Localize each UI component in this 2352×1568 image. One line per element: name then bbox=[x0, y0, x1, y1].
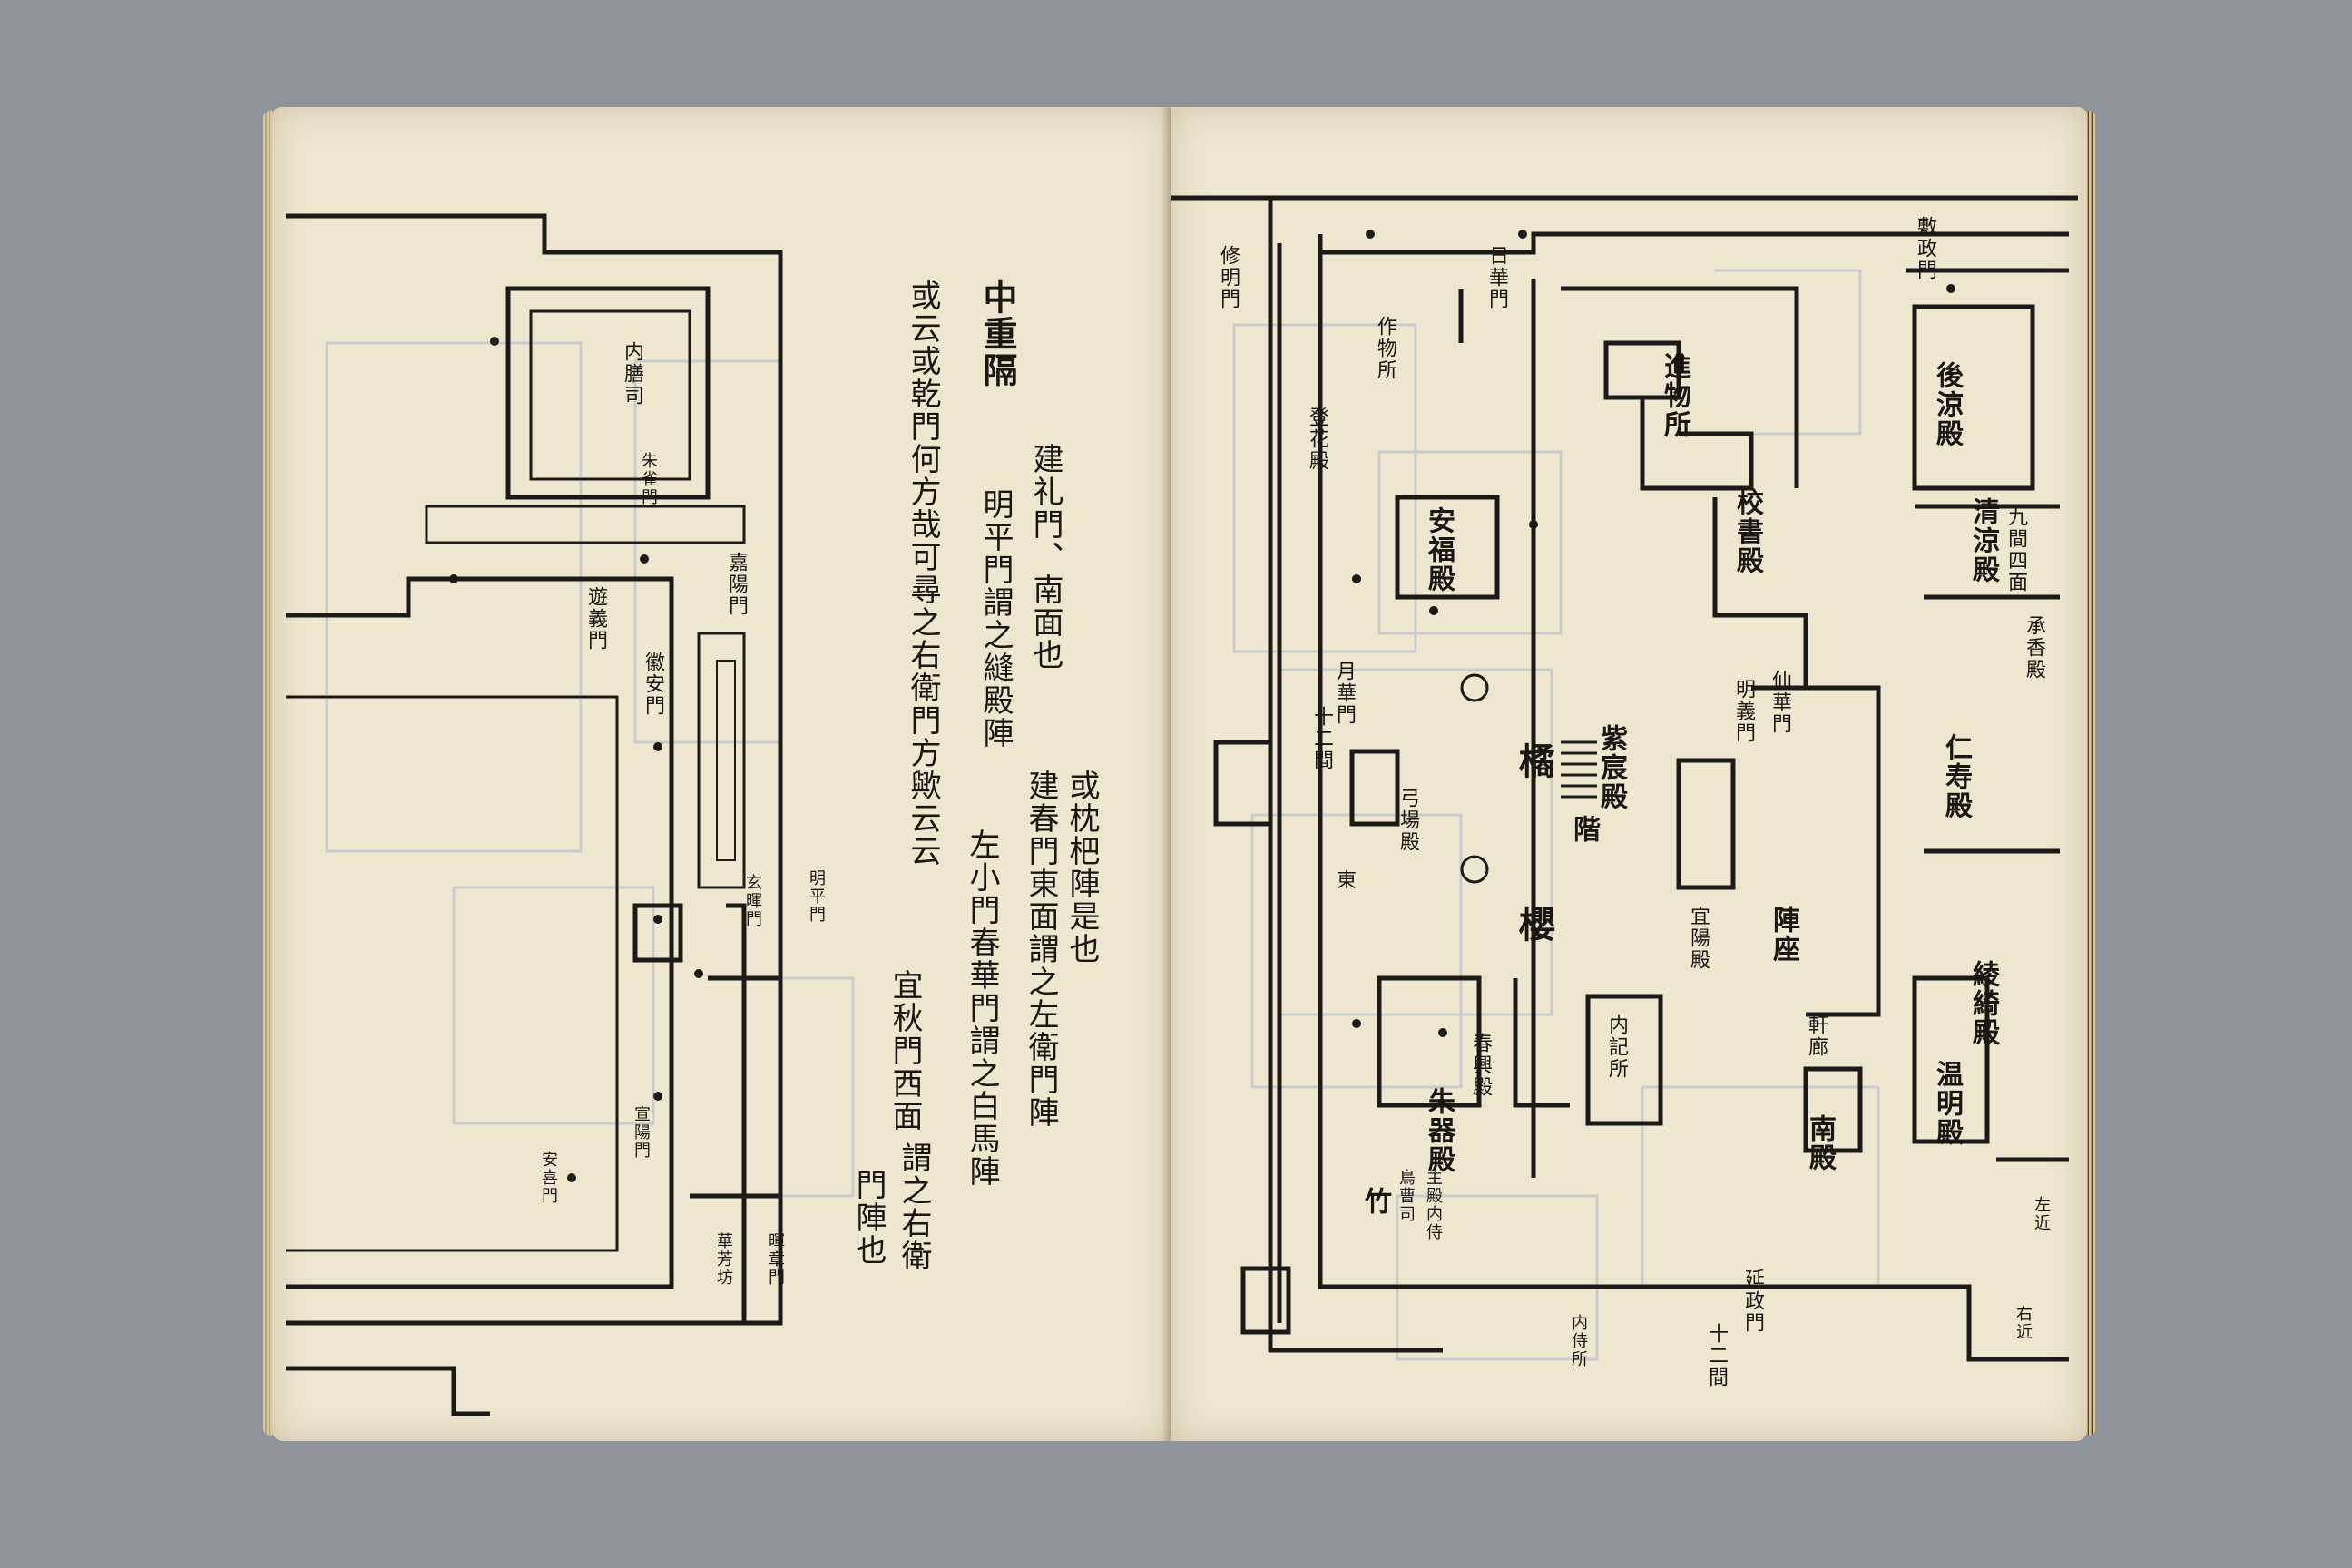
plan-label: 東 bbox=[1333, 869, 1356, 891]
plan-label: 春興殿 bbox=[1469, 1033, 1492, 1098]
plan-label: 校書殿 bbox=[1731, 488, 1763, 575]
plan-label: 内侍所 bbox=[1569, 1314, 1588, 1368]
plan-label: 弓場殿 bbox=[1396, 788, 1419, 853]
plan-label: 内膳司 bbox=[621, 341, 643, 407]
text-column-heading: 中重隔 bbox=[977, 279, 1018, 388]
plan-label: 遊義門 bbox=[584, 586, 607, 652]
plan-label: 宜陽殿 bbox=[1687, 906, 1710, 971]
text-column: 謂之右衛 bbox=[896, 1142, 932, 1272]
plan-label: 十二間 bbox=[1310, 706, 1333, 771]
text-column: 明平門謂之縫殿陣 bbox=[977, 488, 1014, 750]
right-floor-plan bbox=[1171, 195, 2078, 1362]
plan-label: 華芳坊 bbox=[714, 1232, 733, 1287]
plan-label: 階 bbox=[1568, 815, 1600, 844]
plan-label: 徽安門 bbox=[642, 652, 664, 717]
plan-label: 登花殿 bbox=[1306, 407, 1328, 472]
plan-label: 左近 bbox=[2032, 1196, 2051, 1232]
plan-label: 主殿内侍 bbox=[1424, 1169, 1443, 1241]
plan-label: 月華門 bbox=[1333, 661, 1356, 726]
plan-label: 朱器殿 bbox=[1423, 1087, 1455, 1174]
plan-label: 作物所 bbox=[1374, 316, 1396, 381]
plan-label: 紫宸殿 bbox=[1595, 724, 1627, 811]
plan-label: 日華門 bbox=[1485, 245, 1508, 310]
text-column: 或云或乾門何方哉可尋之右衛門方歟云云 bbox=[905, 279, 941, 867]
plan-label: 朱雀門 bbox=[639, 452, 658, 506]
right-page: 修明門 日華門 作物所 敷政門 後涼殿 清涼殿 九間四面 承香殿 仁寿殿 紫宸殿… bbox=[1171, 107, 2087, 1441]
plan-label: 鳥曹司 bbox=[1396, 1169, 1416, 1223]
plan-label: 竹 bbox=[1359, 1187, 1391, 1216]
plan-label: 嘉陽門 bbox=[725, 552, 748, 617]
plan-label: 安喜門 bbox=[539, 1151, 558, 1205]
text-column: 門陣也 bbox=[850, 1169, 887, 1267]
plan-label: 承香殿 bbox=[2023, 615, 2045, 681]
plan-label: 明平門 bbox=[807, 869, 826, 924]
text-column: 建春門東面謂之左衛門陣 bbox=[1023, 769, 1059, 1129]
text-column: 或枕杷陣是也 bbox=[1063, 769, 1100, 965]
plan-label: 宣陽門 bbox=[632, 1105, 651, 1160]
plan-label: 九間四面 bbox=[2004, 506, 2027, 593]
plan-label: 十二間 bbox=[1705, 1323, 1728, 1388]
plan-label: 綾綺殿 bbox=[1967, 960, 1999, 1047]
plan-label: 安福殿 bbox=[1423, 506, 1455, 593]
plan-label: 陣座 bbox=[1768, 906, 1799, 964]
plan-label: 櫻 bbox=[1513, 906, 1555, 944]
plan-label: 敷政門 bbox=[1914, 216, 1936, 281]
plan-label: 南殿 bbox=[1804, 1114, 1836, 1172]
open-book: 内膳司 朱雀門 遊義門 嘉陽門 徽安門 明平門 玄暉門 宣陽門 安喜門 華芳坊 … bbox=[263, 98, 2096, 1459]
text-column: 建礼門、南面也 bbox=[1027, 443, 1063, 671]
plan-label: 暉章門 bbox=[766, 1232, 785, 1287]
plan-label: 温明殿 bbox=[1931, 1060, 1963, 1147]
plan-label: 右近 bbox=[2014, 1305, 2033, 1341]
plan-label: 清涼殿 bbox=[1967, 497, 1999, 584]
text-column: 宜秋門西面 bbox=[887, 969, 923, 1132]
plan-label: 修明門 bbox=[1217, 245, 1240, 310]
plan-label: 延政門 bbox=[1741, 1269, 1764, 1334]
left-floor-plan bbox=[286, 213, 855, 1416]
plan-label: 明義門 bbox=[1732, 679, 1755, 744]
plan-label: 仙華門 bbox=[1769, 670, 1791, 735]
plan-label: 後涼殿 bbox=[1931, 361, 1963, 448]
plan-label: 橘 bbox=[1513, 742, 1555, 780]
left-page: 内膳司 朱雀門 遊義門 嘉陽門 徽安門 明平門 玄暉門 宣陽門 安喜門 華芳坊 … bbox=[272, 107, 1171, 1441]
plan-label: 玄暉門 bbox=[743, 874, 762, 928]
plan-label: 進物所 bbox=[1659, 352, 1690, 439]
text-column: 左小門春華門謂之白馬陣 bbox=[964, 828, 1000, 1188]
plan-label: 仁寿殿 bbox=[1940, 733, 1972, 820]
plan-label: 軒廊 bbox=[1805, 1014, 1828, 1058]
plan-label: 内記所 bbox=[1605, 1014, 1628, 1080]
